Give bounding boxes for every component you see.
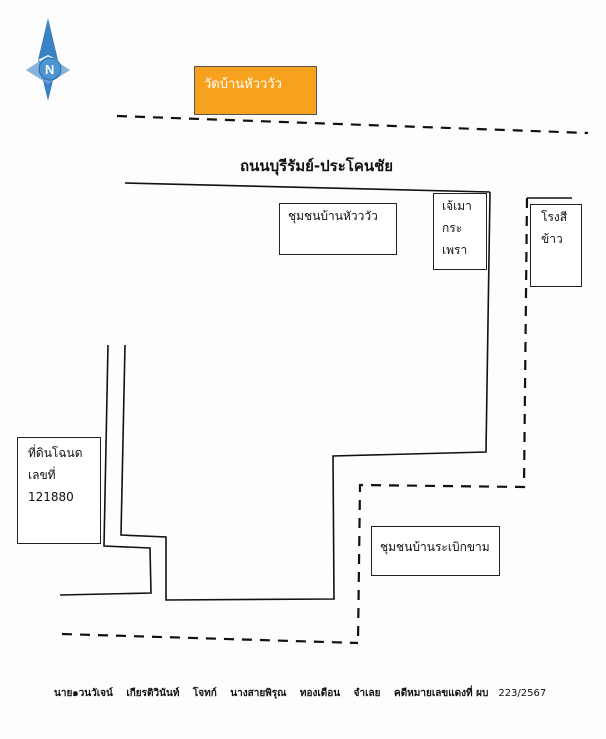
main-parcel-outline xyxy=(120,191,491,601)
temple-label: วัดบ้านหัวววัว xyxy=(204,77,282,92)
land-deed-number: 121880 xyxy=(28,490,74,504)
lane-boundary xyxy=(59,344,152,596)
defendant-first-name: นางสายพิรุณ xyxy=(230,688,287,699)
community-south-label: ชุมชนบ้านระเบิกขาม xyxy=(380,540,490,554)
community-north-label: ชุมชนบ้านหัวววัว xyxy=(288,209,378,223)
road-edge-dashed xyxy=(116,114,589,135)
land-deed-line: เลขที่ xyxy=(28,468,56,482)
compass-letter: N xyxy=(45,62,54,77)
road-name: ถนนบุรีรัมย์-ประโคนชัย xyxy=(240,157,394,175)
shop-line: เพรา xyxy=(442,243,468,257)
community-south-box: ชุมชนบ้านระเบิกขาม xyxy=(371,526,500,576)
temple-box: วัดบ้านหัวววัว xyxy=(194,66,317,115)
rice-mill-box: โรงสี ข้าว xyxy=(530,204,582,287)
plaintiff-first-name: นาย๑วนวัเจน์ xyxy=(54,688,113,699)
compass-north-icon: N xyxy=(26,18,70,101)
shop-line: เจ้เมา xyxy=(442,199,472,213)
defendant-last-name: ทองเดือน xyxy=(299,688,341,699)
dashed-boundary-east xyxy=(356,197,529,644)
road-edge-solid xyxy=(124,182,491,193)
rice-mill-line: โรงสี xyxy=(541,210,568,224)
plaintiff-role: โจทก์ xyxy=(192,688,217,699)
plaintiff-last-name: เกียรติวินันท์ xyxy=(126,688,180,699)
case-number: 223/2567 xyxy=(498,688,547,699)
community-north-box: ชุมชนบ้านหัวววัว xyxy=(279,203,397,255)
shop-box: เจ้เมา กระ เพรา xyxy=(433,193,487,270)
footer-caption: นาย๑วนวัเจน์ เกียรติวินันท์ โจทก์ นางสาย… xyxy=(54,686,546,701)
shop-line: กระ xyxy=(442,221,463,235)
land-deed-line: ที่ดินโฉนด xyxy=(28,446,83,460)
case-label: คดีหมายเลขแดงที่ ผบ xyxy=(394,688,489,699)
dashed-boundary-south xyxy=(61,632,359,645)
land-deed-box: ที่ดินโฉนด เลขที่ 121880 xyxy=(17,437,101,544)
defendant-role: จำเลย xyxy=(353,688,381,699)
rice-mill-line: ข้าว xyxy=(541,232,563,246)
